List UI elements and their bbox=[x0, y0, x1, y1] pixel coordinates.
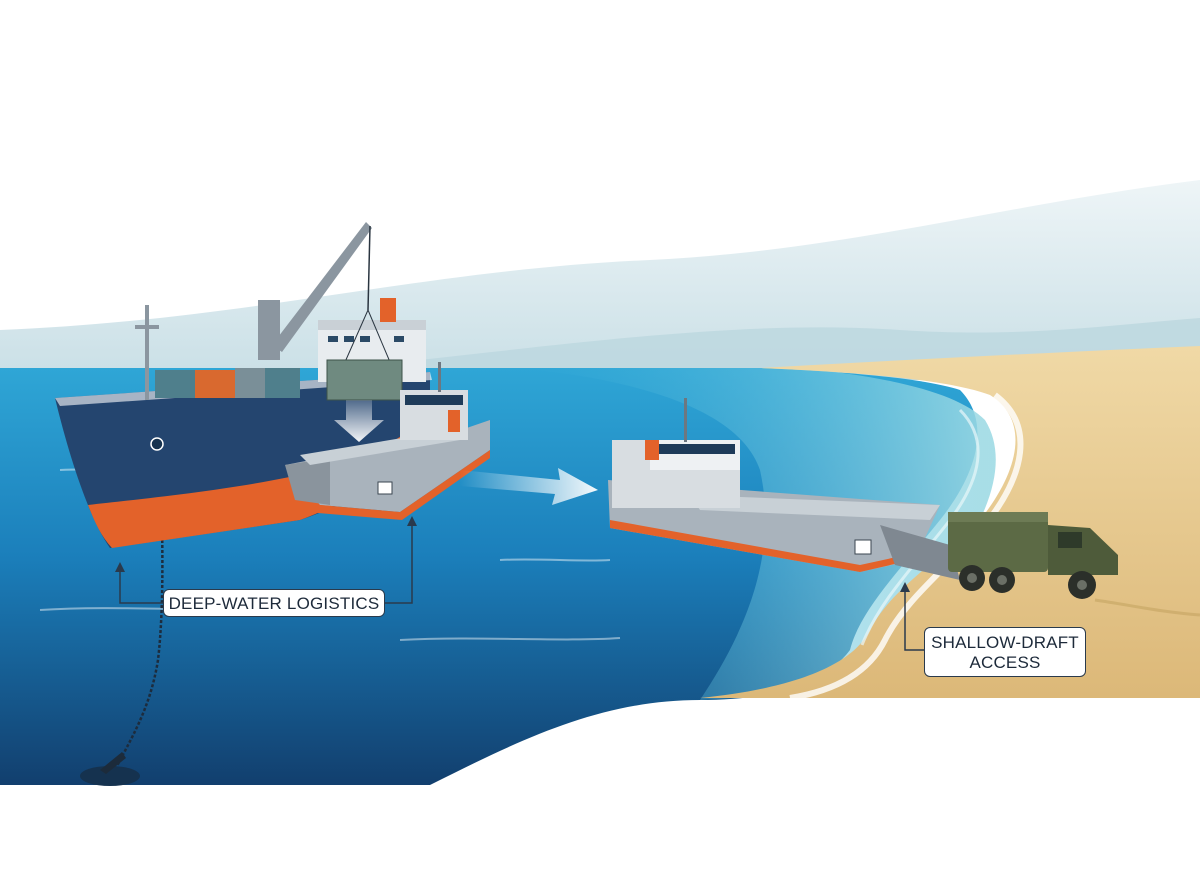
shallow-draft-text-line2: ACCESS bbox=[925, 653, 1085, 673]
deep-water-logistics-text: DEEP-WATER LOGISTICS bbox=[169, 594, 380, 613]
deep-water-logistics-label: DEEP-WATER LOGISTICS bbox=[163, 589, 385, 617]
shallow-draft-text-line1: SHALLOW-DRAFT bbox=[925, 633, 1085, 653]
shallow-draft-access-label: SHALLOW-DRAFT ACCESS bbox=[924, 627, 1086, 677]
